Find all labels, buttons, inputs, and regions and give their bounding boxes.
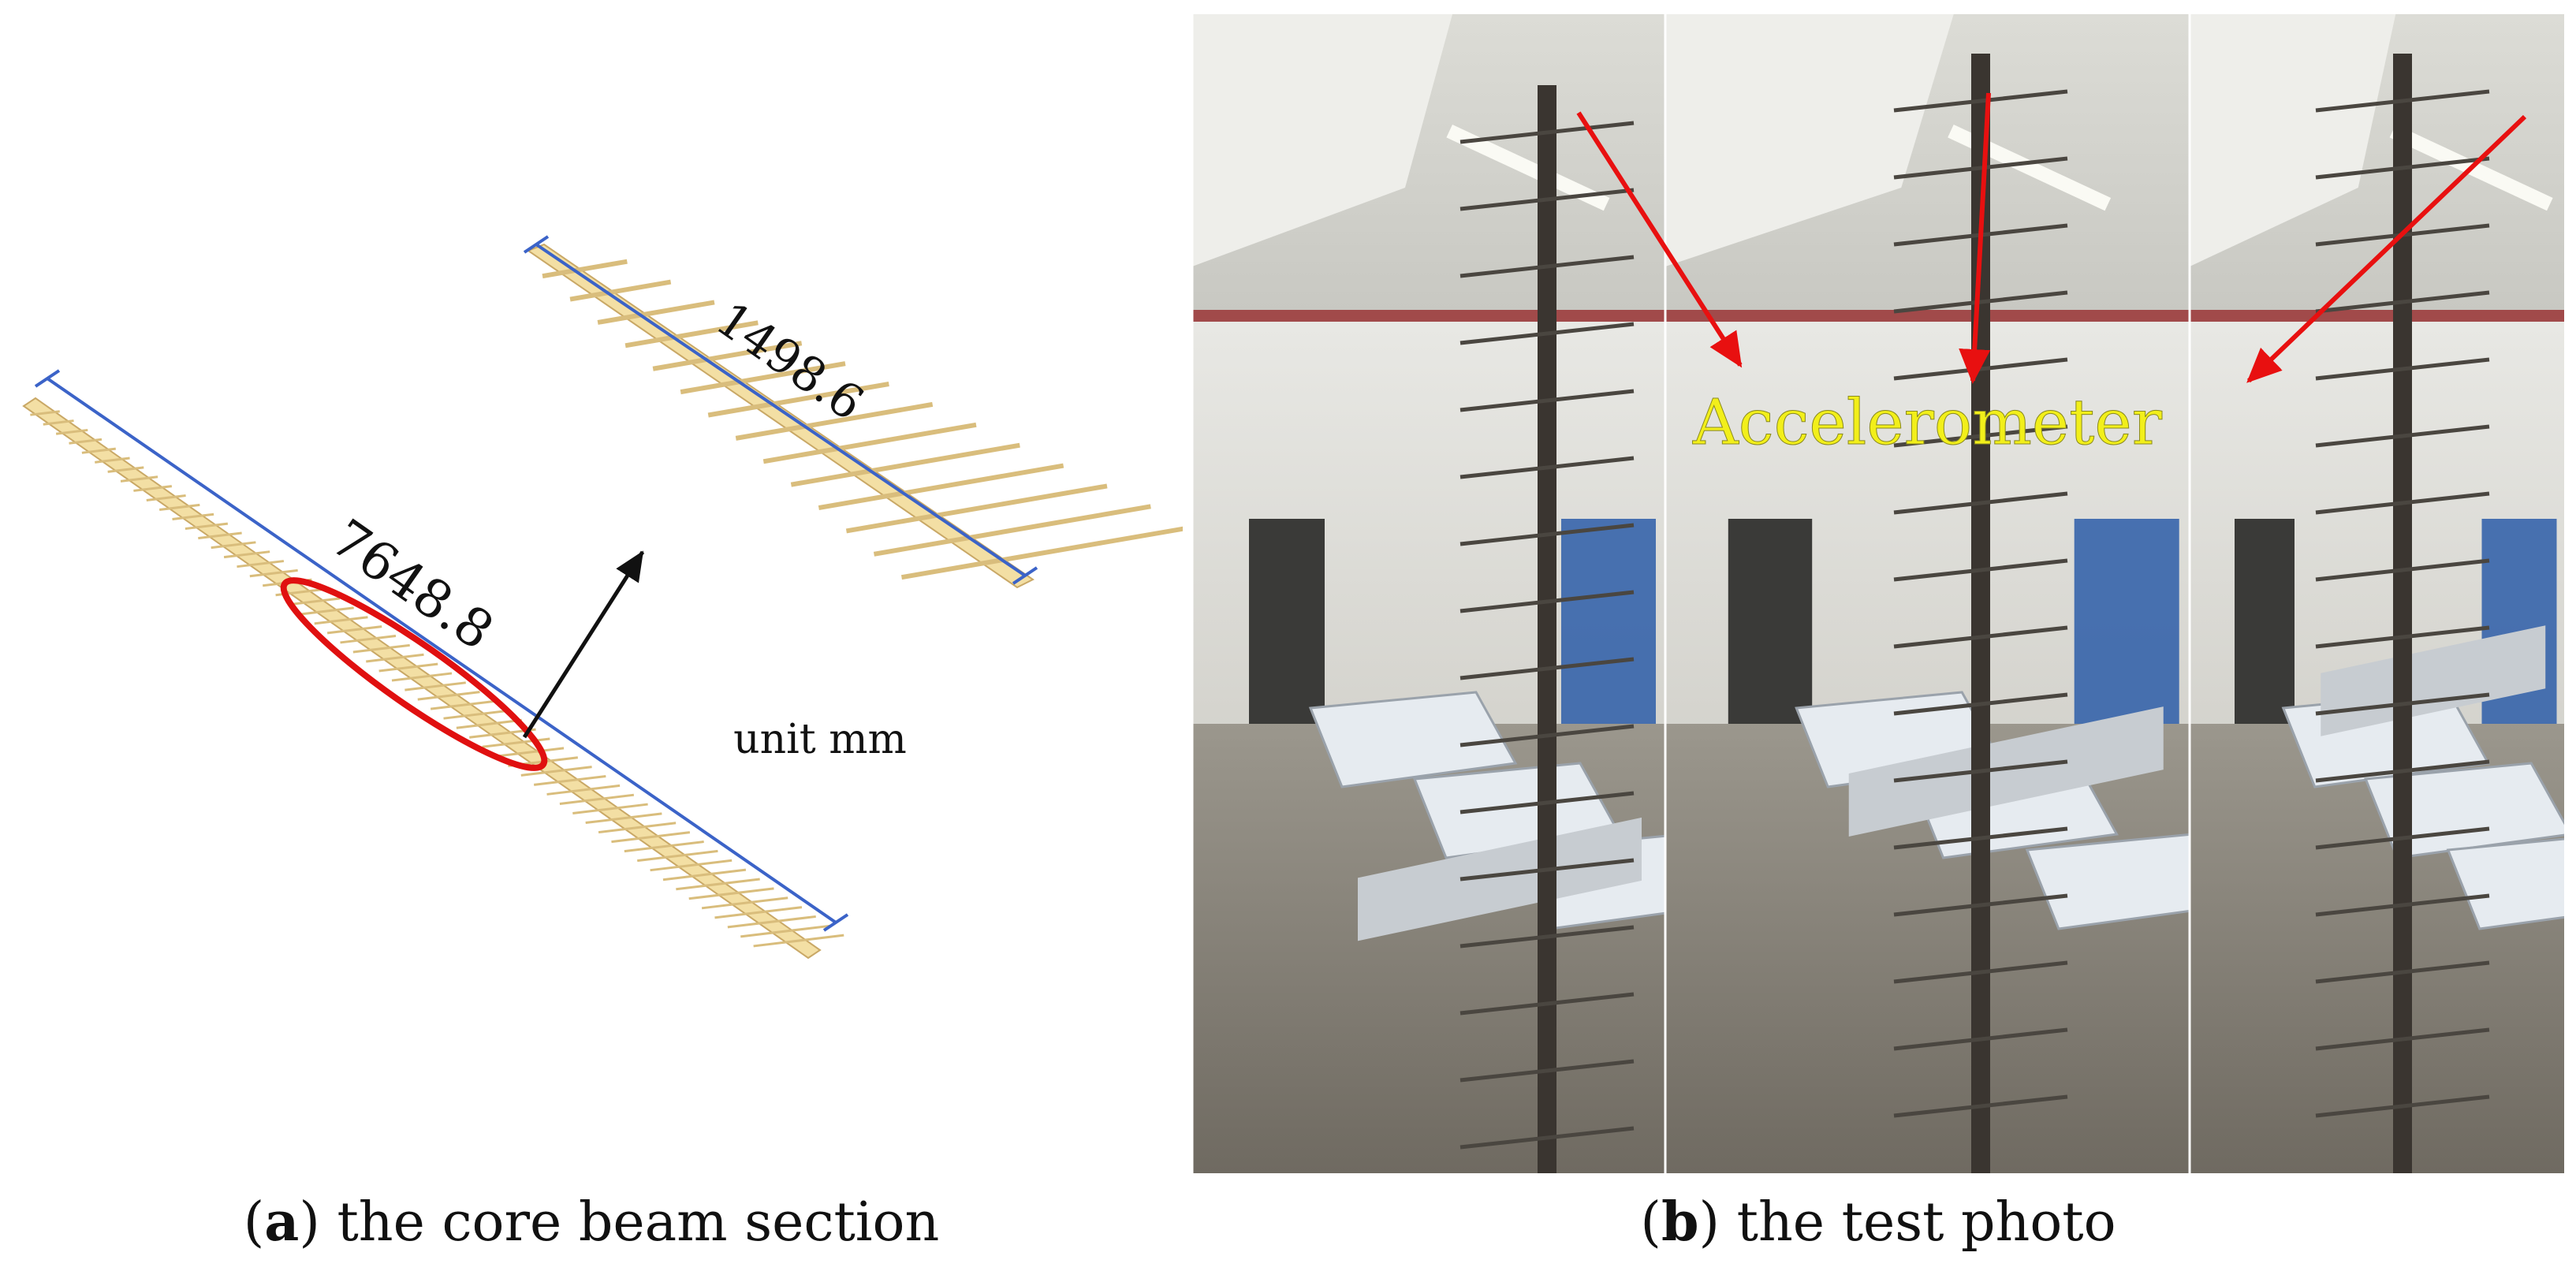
arrow-3 xyxy=(2246,114,2527,383)
short-beam-rib xyxy=(624,320,759,348)
photo-strip-2 xyxy=(1664,14,2190,1173)
long-beam-rib xyxy=(727,915,816,929)
long-beam-rib xyxy=(185,522,229,531)
long-beam-rib xyxy=(598,822,677,834)
long-beam xyxy=(22,397,844,960)
long-beam-rib xyxy=(95,457,130,464)
long-beam-rib xyxy=(69,438,103,445)
short-beam-rib xyxy=(762,422,977,464)
long-beam-rib xyxy=(482,737,550,748)
long-beam-rib xyxy=(650,859,733,872)
long-beam-rib xyxy=(624,840,704,853)
long-beam-rib xyxy=(352,643,410,654)
caption-a-text: the core beam section xyxy=(319,1191,940,1254)
short-beam-rib xyxy=(597,300,715,325)
short-beam-rib xyxy=(735,401,934,441)
long-beam-rib xyxy=(120,475,158,483)
caption-a-letter: a xyxy=(264,1191,300,1254)
long-beam-rib xyxy=(585,812,662,825)
long-beam-rib xyxy=(430,700,494,710)
long-beam-rib xyxy=(546,784,621,796)
long-dimension xyxy=(34,369,849,932)
long-beam-rib xyxy=(714,906,803,919)
accelerometer-label: Accelerometer xyxy=(1692,386,2163,459)
long-beam-rib xyxy=(223,550,270,559)
long-beam-rib xyxy=(520,766,592,777)
test-photo-composite: Accelerometer xyxy=(1192,14,2564,1173)
long-beam-rib xyxy=(443,709,509,720)
long-beam-rib xyxy=(417,691,480,701)
long-beam-rib xyxy=(55,428,88,435)
arrow-2 xyxy=(1959,92,1991,384)
long-beam-rib xyxy=(611,831,691,844)
long-beam-rib xyxy=(314,616,368,625)
long-beam-rib xyxy=(676,878,760,891)
long-beam-rib xyxy=(340,634,397,644)
photo-strip-1 xyxy=(1192,14,1665,1173)
short-beam-rib xyxy=(900,526,1183,580)
long-beam-rib xyxy=(456,718,522,729)
long-beam-rib xyxy=(133,485,173,492)
long-beam-rib xyxy=(494,747,565,758)
short-beam-rib xyxy=(569,279,672,302)
short-beam-rib xyxy=(680,361,846,395)
photo-strip-3 xyxy=(2188,14,2564,1173)
short-beam xyxy=(526,243,1183,589)
caption-a: (a) the core beam section xyxy=(243,1191,940,1254)
long-beam-rib xyxy=(572,803,648,814)
long-beam-rib xyxy=(404,681,466,691)
long-beam-rib xyxy=(301,606,354,616)
long-beam-rib xyxy=(391,672,453,682)
caption-b-letter: b xyxy=(1661,1191,1699,1254)
short-beam-rib xyxy=(652,341,803,371)
long-beam-rib xyxy=(533,774,606,786)
long-beam-rib xyxy=(326,625,382,635)
long-beam-rib xyxy=(366,653,424,663)
highlight-ellipse xyxy=(280,577,548,771)
caption-b-text: the test photo xyxy=(1720,1191,2116,1254)
core-beam-schematic: 7648.8 1498.6 unit mm xyxy=(22,235,1183,960)
long-beam-rib xyxy=(107,466,144,473)
long-beam-rib xyxy=(211,541,256,550)
short-dimension xyxy=(523,235,1038,585)
unit-label: unit mm xyxy=(733,716,907,763)
long-beam-rib xyxy=(288,597,341,606)
long-beam-rib xyxy=(559,793,635,805)
long-beam-rib xyxy=(43,419,74,426)
long-beam-rib xyxy=(146,494,186,501)
zoom-pointer-arrow xyxy=(522,550,645,739)
long-beam-rib xyxy=(172,512,214,521)
long-beam-rib xyxy=(701,896,788,910)
long-beam-rib xyxy=(237,560,285,568)
short-beam-rib xyxy=(707,382,889,418)
long-beam-rib xyxy=(81,447,116,454)
long-beam-rib xyxy=(688,887,774,900)
long-beam-rib xyxy=(662,868,747,882)
long-beam-rib xyxy=(249,568,298,578)
long-beam-rib xyxy=(378,662,438,673)
long-beam-rib xyxy=(198,531,242,540)
short-beam-rib xyxy=(845,483,1108,534)
short-beam-rib xyxy=(542,259,628,279)
short-beam-rib xyxy=(818,463,1064,511)
long-beam-rib xyxy=(740,924,830,938)
arrow-1 xyxy=(1576,111,1743,368)
long-beam-rib xyxy=(30,410,60,416)
accelerometer-arrows xyxy=(1576,92,2527,384)
long-beam-rib xyxy=(637,849,718,863)
short-beam-rib xyxy=(873,504,1151,557)
long-beam-rib xyxy=(753,934,844,948)
caption-b: (b) the test photo xyxy=(1640,1191,2116,1254)
long-beam-rib xyxy=(158,503,200,511)
short-beam-rib xyxy=(790,442,1020,487)
